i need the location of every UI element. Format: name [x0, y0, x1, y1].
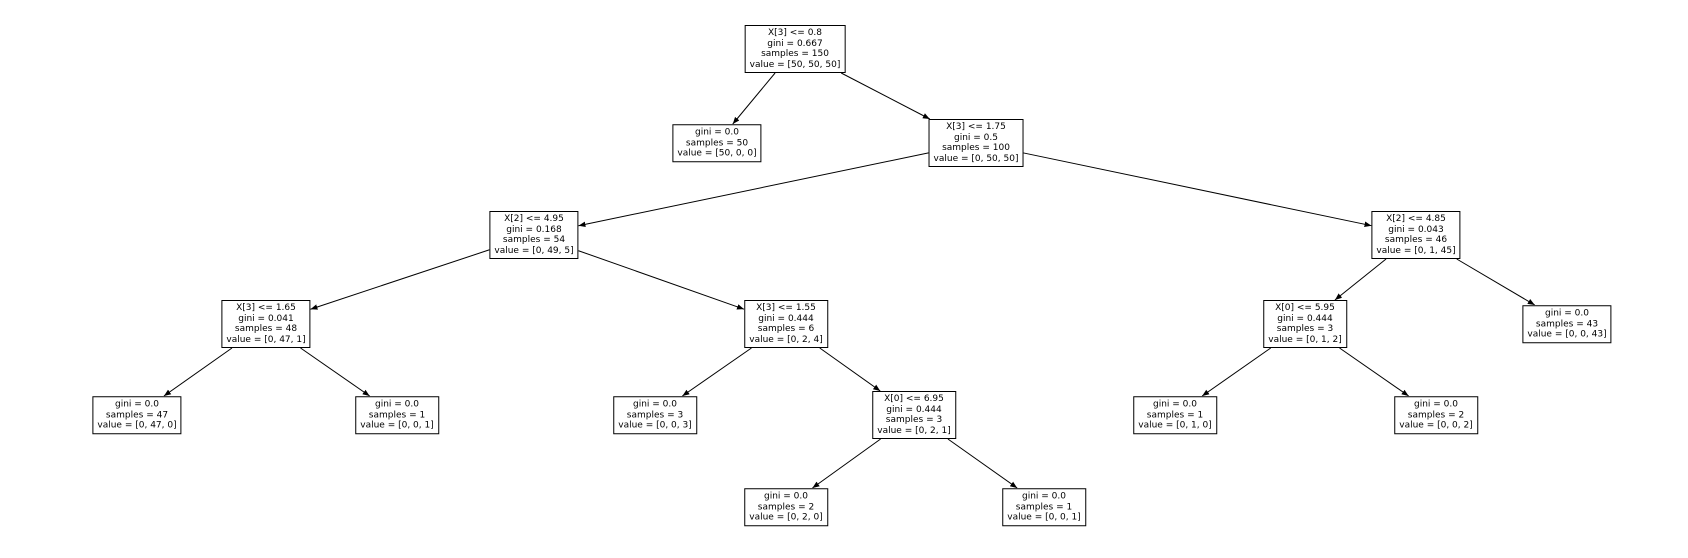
tree-edge-n7-n8: [682, 347, 752, 397]
node-line: samples = 47: [105, 409, 169, 420]
node-line: samples = 2: [757, 501, 815, 512]
node-line: samples = 1: [1146, 409, 1204, 420]
node-line: samples = 1: [368, 409, 426, 420]
tree-edge-n4-n5: [163, 347, 233, 397]
tree-edge-n2-n12: [1023, 152, 1372, 228]
node-line: gini = 0.444: [758, 313, 814, 324]
node-line: samples = 46: [1384, 235, 1448, 245]
node-line: value = [0, 1, 45]: [1376, 245, 1456, 256]
node-line: X[2] <= 4.95: [504, 214, 564, 224]
node-line: gini = 0.0: [1414, 399, 1458, 410]
node-line: samples = 50: [685, 137, 749, 148]
tree-edge-n9-n10: [812, 438, 881, 489]
node-line: gini = 0.444: [1277, 313, 1333, 324]
tree-edge-n9-n11: [947, 438, 1018, 489]
node-line: value = [0, 49, 5]: [494, 245, 574, 256]
tree-edge-n13-n14: [1201, 347, 1272, 397]
node-line: value = [0, 1, 2]: [1268, 334, 1342, 345]
node-line: gini = 0.168: [506, 224, 562, 235]
node-line: value = [0, 0, 3]: [618, 420, 692, 431]
node-line: gini = 0.0: [1545, 308, 1589, 319]
node-line: X[0] <= 6.95: [884, 394, 944, 404]
node-line: samples = 54: [502, 235, 566, 245]
node-line: gini = 0.444: [886, 404, 942, 415]
node-line: value = [0, 2, 4]: [749, 334, 823, 345]
node-line: samples = 150: [761, 49, 829, 59]
node-line: samples = 100: [942, 143, 1010, 153]
node-line: gini = 0.0: [764, 491, 808, 502]
node-line: samples = 3: [1276, 324, 1334, 334]
node-line: value = [0, 47, 1]: [226, 334, 306, 345]
tree-edge-n3-n4: [310, 249, 490, 310]
node-line: gini = 0.041: [238, 313, 294, 324]
node-line: value = [50, 50, 50]: [749, 59, 841, 70]
node-line: gini = 0.0: [375, 399, 419, 410]
node-line: X[3] <= 0.8: [767, 28, 823, 38]
node-line: X[2] <= 4.85: [1386, 214, 1446, 224]
node-line: gini = 0.0: [1022, 491, 1066, 502]
tree-edge-n4-n6: [300, 347, 370, 397]
node-line: value = [0, 2, 1]: [877, 425, 951, 436]
node-line: X[0] <= 5.95: [1275, 303, 1335, 313]
node-line: samples = 3: [885, 415, 943, 425]
node-line: value = [0, 0, 43]: [1527, 329, 1607, 340]
node-line: value = [0, 0, 1]: [360, 420, 434, 431]
tree-edge-n0-n1: [732, 72, 776, 125]
node-line: gini = 0.0: [115, 399, 159, 410]
node-line: samples = 6: [757, 324, 815, 334]
node-line: X[3] <= 1.55: [756, 303, 816, 313]
node-line: value = [0, 50, 50]: [933, 153, 1019, 164]
node-line: value = [50, 0, 0]: [677, 148, 757, 159]
node-line: value = [0, 0, 1]: [1007, 512, 1081, 523]
node-line: X[3] <= 1.75: [946, 122, 1006, 132]
node-line: value = [0, 2, 0]: [749, 512, 823, 523]
tree-edge-n12-n16: [1456, 258, 1536, 306]
node-line: value = [0, 0, 2]: [1399, 420, 1473, 431]
tree-edge-n2-n3: [578, 152, 929, 228]
node-line: samples = 1: [1015, 501, 1073, 512]
tree-edge-n13-n15: [1339, 347, 1409, 397]
node-line: gini = 0.0: [633, 399, 677, 410]
node-line: samples = 43: [1535, 318, 1599, 329]
node-line: X[3] <= 1.65: [236, 303, 296, 313]
node-line: samples = 3: [626, 409, 684, 420]
node-line: value = [0, 1, 0]: [1138, 420, 1212, 431]
node-line: gini = 0.0: [1153, 399, 1197, 410]
tree-edge-n3-n7: [578, 250, 745, 310]
tree-edge-n7-n9: [819, 347, 881, 392]
node-line: samples = 48: [234, 324, 298, 334]
node-line: gini = 0.043: [1388, 224, 1444, 235]
node-line: gini = 0.0: [695, 127, 739, 138]
node-line: samples = 2: [1407, 409, 1465, 420]
node-line: value = [0, 47, 0]: [97, 420, 177, 431]
tree-edge-n0-n2: [840, 72, 931, 120]
node-line: gini = 0.667: [767, 38, 823, 49]
tree-edge-n12-n13: [1334, 258, 1387, 301]
node-line: gini = 0.5: [953, 132, 998, 143]
